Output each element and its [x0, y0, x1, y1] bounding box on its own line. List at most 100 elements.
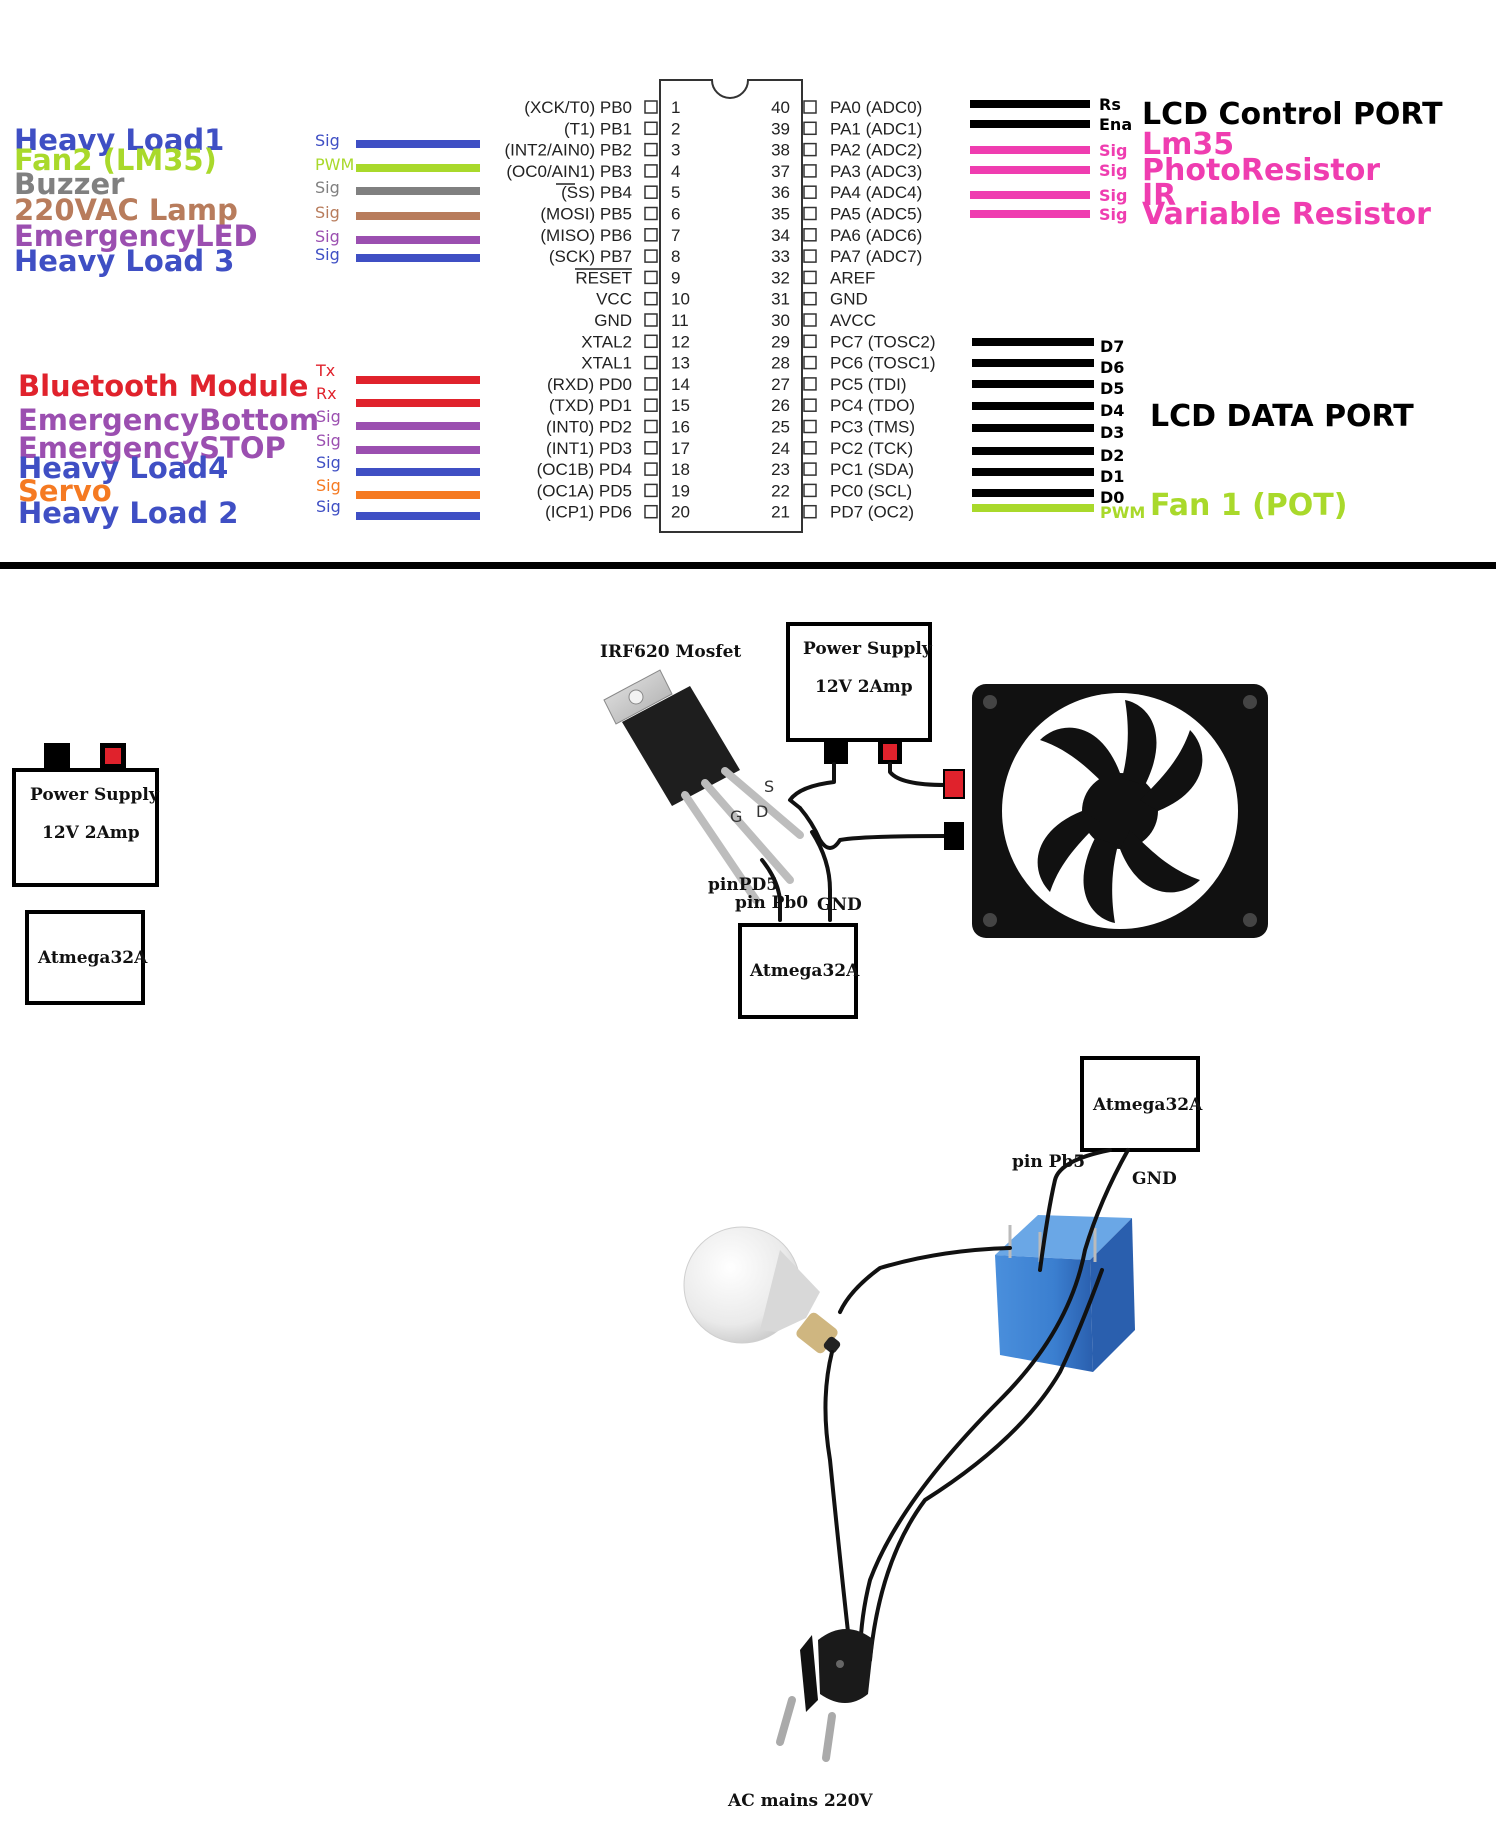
- chip-left-pin-num-8: 9: [671, 268, 680, 287]
- chip-right-pin-num-5: 35: [771, 205, 790, 224]
- chip-left-pin-name-3: (OC0/AIN1) PB3: [506, 162, 632, 181]
- right-top-wire-tag-2: Sig: [1099, 141, 1127, 160]
- right-bottom-wire-8: [972, 504, 1094, 512]
- chip-left-pin-name-5: (MOSI) PB5: [540, 205, 632, 224]
- chip-left-pin-num-18: 19: [671, 481, 690, 500]
- chip-left-pin-6: [644, 228, 658, 242]
- section-divider: [0, 562, 1496, 569]
- fan-psu-line1: Power Supply: [803, 639, 933, 659]
- right-bottom-wire-0: [972, 338, 1094, 346]
- chip-right-pin-12: [803, 355, 817, 370]
- chip-left-pin-name-16: (INT1) PD3: [546, 439, 632, 458]
- chip-right-pin-13: [803, 377, 817, 391]
- chip-right-pin-num-8: 32: [771, 268, 790, 287]
- right-top-wire-5: [970, 210, 1090, 218]
- right-bottom-wire-tag-8: PWM: [1100, 503, 1145, 522]
- pin-pb0-label: pin Pb0: [735, 893, 808, 913]
- chip-left-pin-name-17: (OC1B) PD4: [537, 460, 632, 479]
- chip-left-pin-9: [644, 291, 658, 306]
- chip-left-pin-name-14: (TXD) PD1: [549, 396, 632, 415]
- left-bottom-labels: Bluetooth ModuleEmergencyBottomEmergency…: [18, 369, 319, 530]
- mosfet-icon: [603, 669, 804, 904]
- left-bottom-label-4: Servo: [18, 474, 112, 508]
- chip-left-pin-name-13: (RXD) PD0: [547, 375, 632, 394]
- chip-right-pin-3: [803, 164, 817, 178]
- left-top-wire-tag-4: Sig: [315, 227, 340, 246]
- chip-right-pin-name-1: PA1 (ADC1): [830, 119, 922, 138]
- chip-left-pin-19: [644, 504, 658, 519]
- chip-right-pin-18: [803, 483, 817, 498]
- right-bottom-wire-1: [972, 359, 1094, 367]
- chip-left-pin-num-1: 2: [671, 119, 680, 138]
- right-bottom-wire-tag-7: D0: [1100, 488, 1124, 507]
- chip-right-pin-num-11: 29: [771, 332, 790, 351]
- right-bottom-wire-tag-4: D3: [1100, 423, 1124, 442]
- left-top-label-2: Buzzer: [14, 167, 125, 201]
- chip-right-pin-num-18: 22: [771, 481, 790, 500]
- chip-right-pin-name-16: PC2 (TCK): [830, 439, 913, 458]
- chip-left-pin-num-4: 5: [671, 183, 680, 202]
- chip-right-pin-num-6: 34: [771, 226, 790, 245]
- right-top-wire-tag-3: Sig: [1099, 161, 1127, 180]
- chip-right-pin-num-16: 24: [771, 439, 790, 458]
- chip-left-pin-12: [644, 355, 658, 370]
- chip-left-pin-name-11: XTAL2: [581, 332, 632, 351]
- left-bottom-label-1: EmergencyBottom: [18, 403, 319, 437]
- chip-left-pin-num-7: 8: [671, 247, 680, 266]
- chip-right-pin-name-7: PA7 (ADC7): [830, 247, 922, 266]
- chip-left-pin-10: [644, 313, 658, 327]
- chip-right-pin-16: [803, 441, 817, 455]
- pin-s-label: S: [764, 777, 774, 796]
- chip-left-pin-18: [644, 483, 658, 498]
- chip-right-pin-num-15: 25: [771, 418, 790, 437]
- bulb-icon: [683, 1226, 841, 1354]
- right-top-wire-tag-0: Rs: [1099, 95, 1121, 114]
- chip-right-pin-name-9: GND: [830, 290, 868, 309]
- chip-right-pin-10: [803, 313, 817, 327]
- chip-left-pin-16: [644, 441, 658, 455]
- right-bottom-wire-7: [972, 489, 1094, 497]
- chip-left-pin-7: [644, 249, 658, 263]
- chip-left-pin-name-7: (SCK) PB7: [549, 247, 632, 266]
- fan-icon: [943, 684, 1268, 938]
- right-bottom-wire-3: [972, 402, 1094, 410]
- atmega32a-chip: [659, 79, 803, 533]
- right-top-wire-1: [970, 120, 1090, 128]
- right-bottom-wire-4: [972, 424, 1094, 432]
- chip-right-pin-14: [803, 398, 817, 412]
- chip-left-pin-name-18: (OC1A) PD5: [537, 481, 632, 500]
- chip-left-pin-name-6: (MISO) PB6: [540, 226, 632, 245]
- chip-right-pin-17: [803, 462, 817, 476]
- chip-left-pin-1: [644, 121, 658, 136]
- lamp-mcu-label: Atmega32A: [1092, 1095, 1203, 1115]
- pin-d-label: D: [756, 802, 768, 821]
- left-top-wire-4: [356, 236, 480, 244]
- left-psu-line2: 12V 2Amp: [42, 823, 140, 843]
- chip-right-pin-num-17: 23: [771, 460, 790, 479]
- chip-left-pin-name-9: VCC: [596, 290, 632, 309]
- chip-right-pin-name-3: PA3 (ADC3): [830, 162, 922, 181]
- chip-right-pin-2: [803, 142, 817, 157]
- lamp-circuit: Atmega32A pin Pb5 GND: [683, 1056, 1203, 1811]
- right-top-wire-2: [970, 146, 1090, 154]
- left-top-wire-5: [356, 254, 480, 262]
- right-bottom-wire-2: [972, 380, 1094, 388]
- right-bottom-wire-6: [972, 468, 1094, 476]
- lm35-label: Lm35: [1142, 127, 1234, 162]
- chip-right-pin-name-11: PC7 (TOSC2): [830, 332, 936, 351]
- right-top-wire-tag-1: Ena: [1099, 115, 1132, 134]
- left-atmega-box: Atmega32A: [25, 910, 148, 1005]
- chip-right-pin-num-3: 37: [771, 162, 790, 181]
- chip-right-pin-name-10: AVCC: [830, 311, 876, 330]
- chip-left-pin-3: [644, 164, 658, 178]
- left-top-label-4: EmergencyLED: [14, 219, 258, 253]
- right-bottom-wire-tag-5: D2: [1100, 446, 1124, 465]
- chip-right-pin-9: [803, 291, 817, 306]
- left-bottom-wire-tag-4: Sig: [316, 453, 341, 472]
- chip-right-pin-name-0: PA0 (ADC0): [830, 98, 922, 117]
